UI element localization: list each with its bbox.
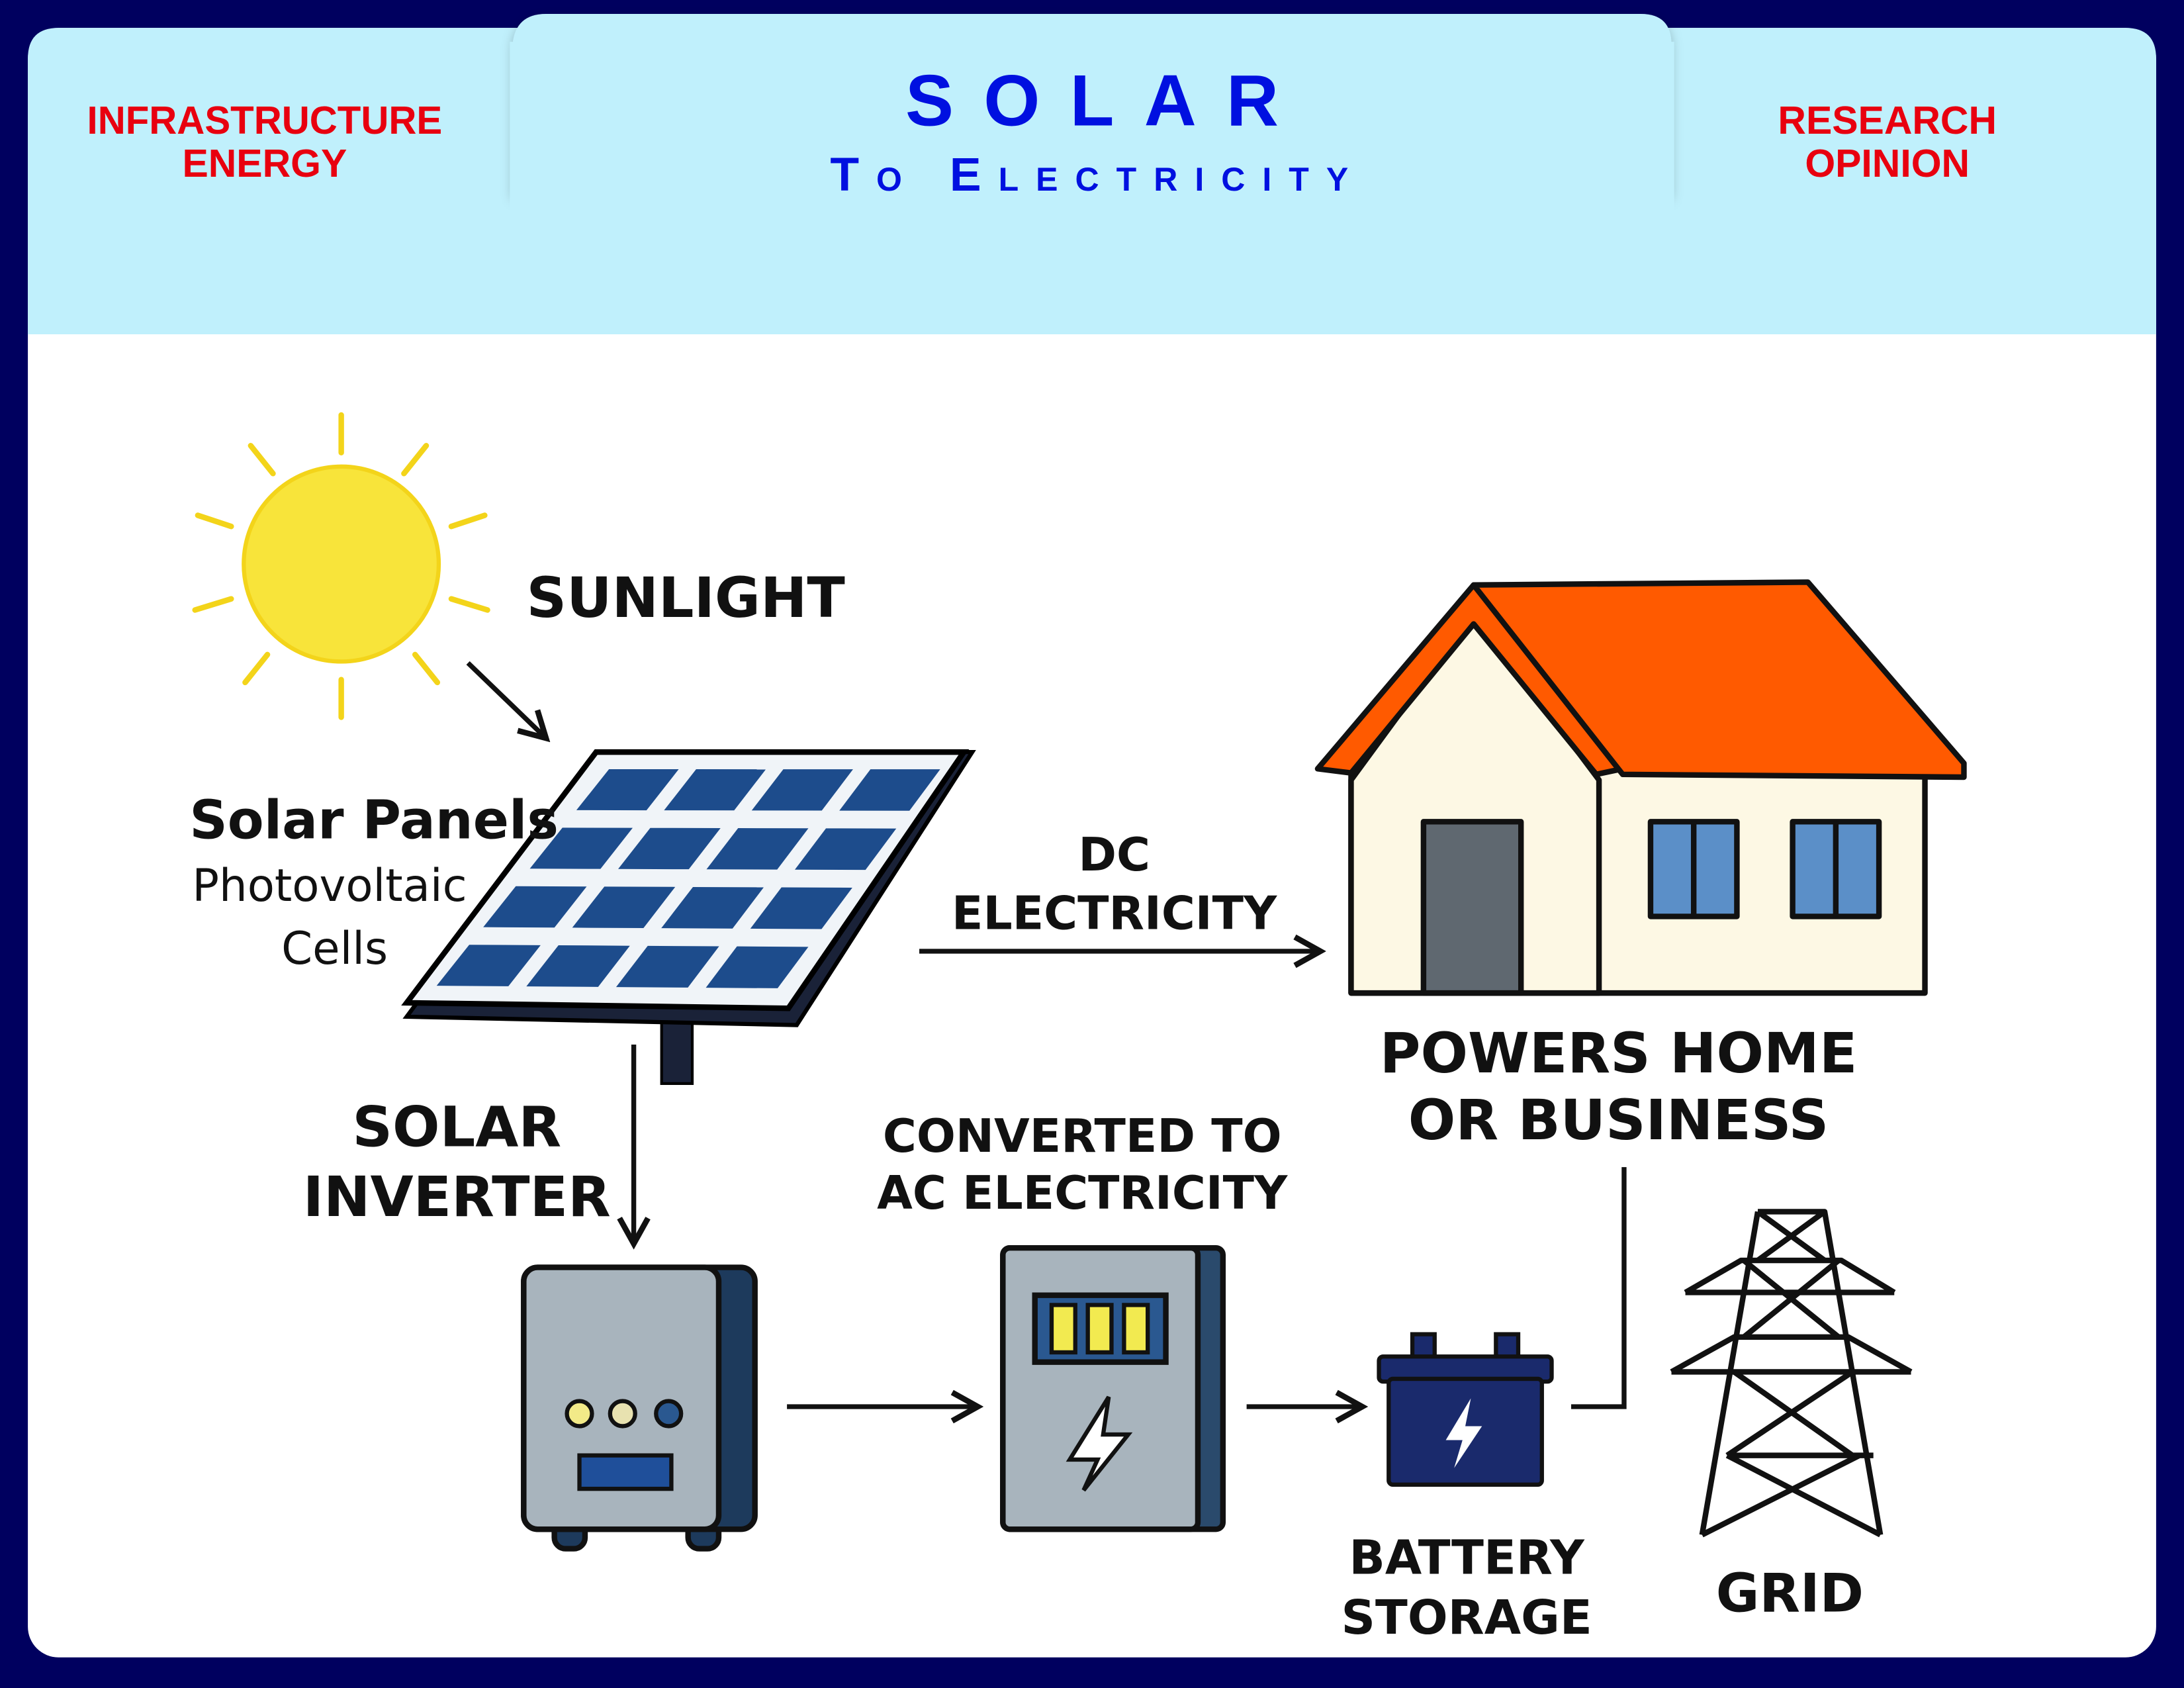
label-photovoltaic: Photovoltaic — [192, 860, 467, 912]
solar-panel-icon — [401, 749, 976, 1085]
power-tower-icon — [1670, 1209, 1913, 1538]
header-right-line1: RESEARCH — [1778, 99, 1997, 142]
header-right-line2: OPINION — [1805, 142, 1970, 185]
label-cells: Cells — [281, 923, 388, 974]
house-icon — [1314, 579, 1967, 996]
header-left-line2: ENERGY — [182, 142, 347, 185]
solar-cell — [572, 886, 676, 929]
label-battery-line1: BATTERY — [1349, 1530, 1585, 1585]
battery-icon — [1377, 1332, 1554, 1487]
label-inverter-line1: SOLAR — [352, 1095, 561, 1160]
solar-cell — [576, 769, 679, 811]
solar-cell — [483, 886, 587, 928]
label-home-line2: OR BUSINESS — [1408, 1088, 1829, 1152]
label-home-line1: POWERS HOME — [1380, 1021, 1858, 1086]
header-left-line1: INFRASTRUCTURE — [87, 99, 443, 142]
ac-meter-icon — [1000, 1244, 1226, 1532]
label-grid: GRID — [1716, 1562, 1864, 1624]
solar-cell — [794, 828, 897, 870]
solar-cell — [839, 769, 940, 811]
lightning-icon — [1066, 1395, 1133, 1492]
solar-cell — [706, 828, 809, 870]
solar-cell — [750, 887, 852, 929]
solar-cell — [751, 769, 853, 811]
arrow-sun-to-panel — [466, 661, 546, 738]
label-inverter-line2: INVERTER — [303, 1164, 611, 1229]
solar-cell — [526, 945, 630, 987]
label-sunlight: SUNLIGHT — [527, 565, 845, 630]
label-solar-panels: Solar Panels — [189, 790, 559, 851]
label-converted-line1: CONVERTED TO — [883, 1110, 1282, 1163]
solar-cell — [529, 827, 633, 869]
line-battery-to-home — [1570, 1167, 1627, 1409]
label-dc-line1: DC — [1078, 829, 1150, 882]
label-battery-line2: STORAGE — [1342, 1590, 1592, 1645]
solar-cell — [664, 769, 766, 811]
solar-cell — [661, 886, 764, 929]
solar-cell — [618, 827, 721, 870]
solar-cell — [615, 945, 719, 988]
solar-cell — [705, 946, 809, 988]
label-dc-line2: ELECTRICITY — [952, 887, 1277, 940]
solar-cell — [436, 945, 541, 986]
sun-icon — [192, 412, 490, 720]
inverter-icon — [521, 1264, 758, 1552]
label-converted-line2: AC ELECTRICITY — [877, 1167, 1288, 1220]
